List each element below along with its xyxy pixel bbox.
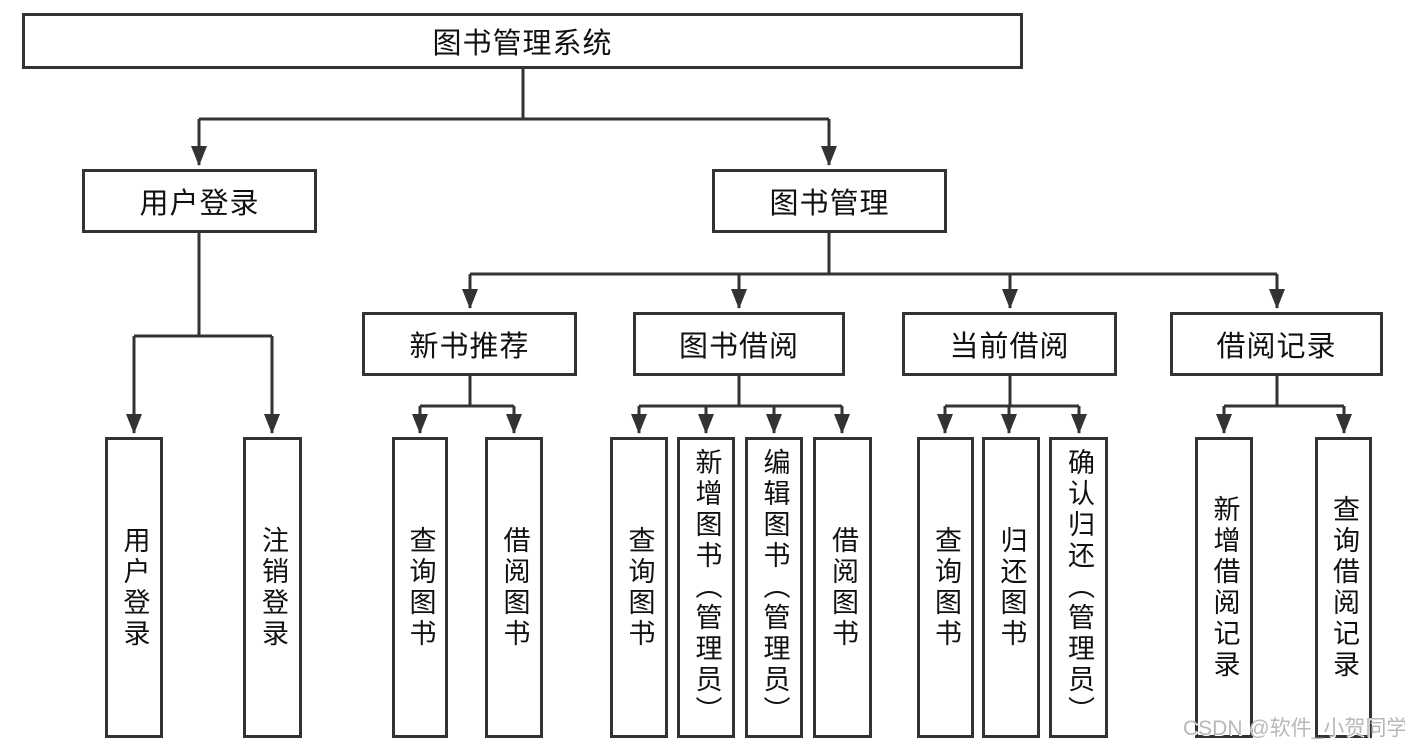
node-root-system: 图书管理系统 [22,13,1023,69]
leaf-rec-query-record: 查询借阅记录 [1315,437,1372,738]
leaf-bb-borrow-books: 借阅图书 [813,437,872,738]
leaf-bb-query-books: 查询图书 [610,437,668,738]
leaf-cb-confirm-return-admin-label: 确认归还（管理员） [1064,448,1094,727]
node-user-login-label: 用户登录 [139,188,260,220]
leaf-bb-edit-books-admin: 编辑图书（管理员） [745,437,803,738]
leaf-nb-borrow-books-label: 借阅图书 [499,525,530,650]
connector-user-split [134,233,272,338]
leaf-bb-add-books-admin-label: 新增图书（管理员） [691,448,722,727]
node-book-borrowing-label: 图书借阅 [678,331,799,363]
leaf-nb-query-books-label: 查询图书 [405,525,436,650]
connector-root-split [199,69,829,121]
leaf-bb-edit-books-admin-label: 编辑图书（管理员） [759,448,790,727]
leaf-cb-confirm-return-admin: 确认归还（管理员） [1049,437,1108,738]
connector-current-split [945,376,1079,408]
leaf-nb-query-books: 查询图书 [392,437,448,738]
leaf-cb-query-books-label: 查询图书 [931,525,961,650]
leaf-logout-label: 注销登录 [258,525,288,650]
leaf-cb-query-books: 查询图书 [917,437,974,738]
node-book-borrowing: 图书借阅 [633,312,845,376]
leaf-nb-borrow-books: 借阅图书 [485,437,543,738]
node-current-borrowing-label: 当前借阅 [949,331,1070,363]
leaf-user-login-label: 用户登录 [119,525,150,650]
connector-records-split [1224,376,1344,408]
csdn-watermark: CSDN @软件_小贺同学 [1183,717,1405,740]
connector-mgmt-split [470,233,1277,276]
node-book-management-module: 图书管理 [712,169,947,233]
node-current-borrowing: 当前借阅 [902,312,1117,376]
leaf-user-login: 用户登录 [105,437,163,738]
leaf-rec-query-record-label: 查询借阅记录 [1329,494,1359,681]
node-book-management-label: 图书管理 [769,188,890,220]
node-root-label: 图书管理系统 [432,28,613,60]
node-new-book-recommend: 新书推荐 [362,312,577,376]
leaf-rec-add-record: 新增借阅记录 [1195,437,1253,738]
leaf-bb-borrow-books-label: 借阅图书 [828,525,858,650]
leaf-bb-query-books-label: 查询图书 [624,525,655,650]
leaf-cb-return-books-label: 归还图书 [996,525,1027,650]
connector-borrow-split [639,376,842,408]
node-new-book-recommend-label: 新书推荐 [409,331,530,363]
leaf-cb-return-books: 归还图书 [982,437,1040,738]
node-borrowing-records-label: 借阅记录 [1216,331,1337,363]
connector-newbooks-split [420,376,514,408]
leaf-logout: 注销登录 [243,437,302,738]
node-user-login-module: 用户登录 [82,169,317,233]
leaf-rec-add-record-label: 新增借阅记录 [1209,494,1240,681]
leaf-bb-add-books-admin: 新增图书（管理员） [677,437,735,738]
node-borrowing-records: 借阅记录 [1170,312,1383,376]
